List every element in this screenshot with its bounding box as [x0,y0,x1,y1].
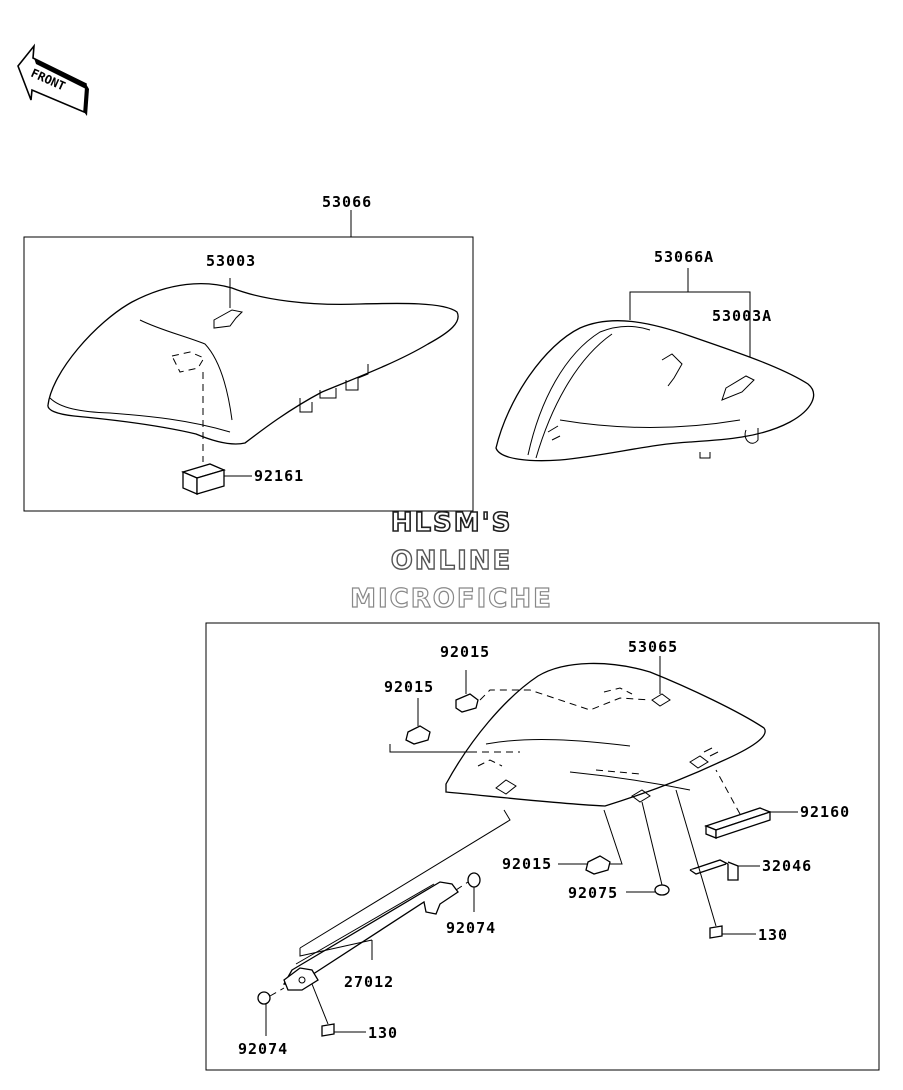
label-32046: 32046 [762,857,812,875]
label-130-left: 130 [368,1024,398,1042]
cowl-cover-frame [205,622,880,1071]
watermark-line-2: ONLINE [390,545,513,576]
foam-strip-92160 [704,769,798,839]
label-53066A: 53066A [654,248,714,266]
label-53065: 53065 [628,638,678,656]
clip-92015-top [455,670,651,713]
clip-92015-bottom [558,809,623,875]
rider-seat-assembly: 53066 53003 92161 [23,193,474,512]
label-53003A: 53003A [712,307,772,325]
watermark-line-1: HLSM'S [390,507,513,539]
grommet-92074-left [257,987,285,1036]
label-92075: 92075 [568,884,618,902]
grommet-92074-right [455,872,481,912]
bolt-130-right [675,789,756,939]
rider-seat-shape [47,278,459,462]
label-92015-top: 92015 [440,643,490,661]
label-27012: 27012 [344,973,394,991]
label-53003: 53003 [206,252,256,270]
label-92074-left: 92074 [238,1040,288,1058]
label-130-right: 130 [758,926,788,944]
seat-cowl-assembly: 53066A 53003A [495,248,815,462]
grommet-92075 [626,801,670,896]
label-92161: 92161 [254,467,304,485]
label-92160: 92160 [800,803,850,821]
bracket-32046 [689,859,760,881]
cowl-cover-shape [445,662,766,807]
label-53066: 53066 [322,193,372,211]
watermark-line-3: MICROFICHE [349,583,553,614]
label-92074-right: 92074 [446,919,496,937]
front-arrow-icon: FRONT [17,43,89,116]
bolt-130-left [311,983,366,1037]
label-92015-left: 92015 [384,678,434,696]
stay-bar-27012 [282,809,511,991]
cowl-cover-assembly: 53065 92015 92015 92015 92075 [205,622,880,1071]
foam-block-92161 [181,463,252,495]
clip-92015-left [389,698,520,753]
rider-seat-frame [23,236,474,512]
seat-cowl-shape [495,320,815,462]
label-92015-bottom: 92015 [502,855,552,873]
